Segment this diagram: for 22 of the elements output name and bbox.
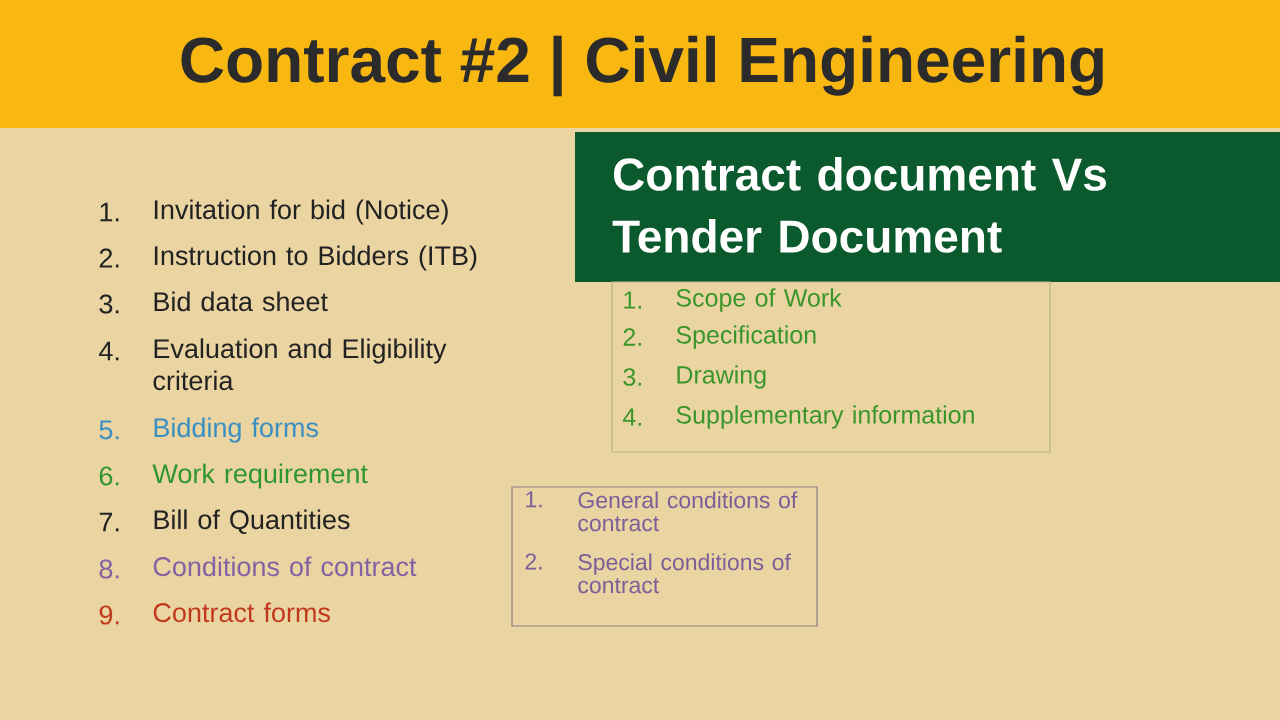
list-number: 3. (99, 294, 119, 314)
title-panel: Contract document Vs Tender Document (575, 132, 1280, 282)
list-item: Bidding forms (154, 417, 318, 443)
list-box: 1. Scope of Work 2. Specification 3. Drawing 4. Supplementary information (611, 281, 1051, 453)
list-box: 1. General conditions of contract 2. Special conditions of contract (511, 486, 818, 627)
list-item: Invitation for bid (Notice) (154, 199, 448, 225)
list-item: Evaluation and Eligibility criteria (153, 338, 447, 391)
list-number: 8. (99, 559, 119, 579)
list-item: Instruction to Bidders (ITB) (154, 245, 477, 271)
list-number: 1. (100, 202, 119, 222)
list-item: Work requirement (152, 463, 368, 489)
list-number: 5. (99, 420, 119, 440)
list-item: Contract forms (153, 602, 330, 623)
list-item: Conditions of contract (153, 556, 417, 577)
list-number: 6. (99, 466, 119, 486)
list-number: 2. (99, 248, 119, 268)
list-item: Bid data sheet (154, 291, 328, 312)
title-banner: Contract #2 | Civil Engineering (0, 0, 1280, 128)
list-number: 7. (99, 512, 119, 532)
list-number: 9. (99, 605, 119, 625)
list-number: 4. (99, 341, 119, 361)
list-item: Bill of Quantities (154, 509, 350, 535)
